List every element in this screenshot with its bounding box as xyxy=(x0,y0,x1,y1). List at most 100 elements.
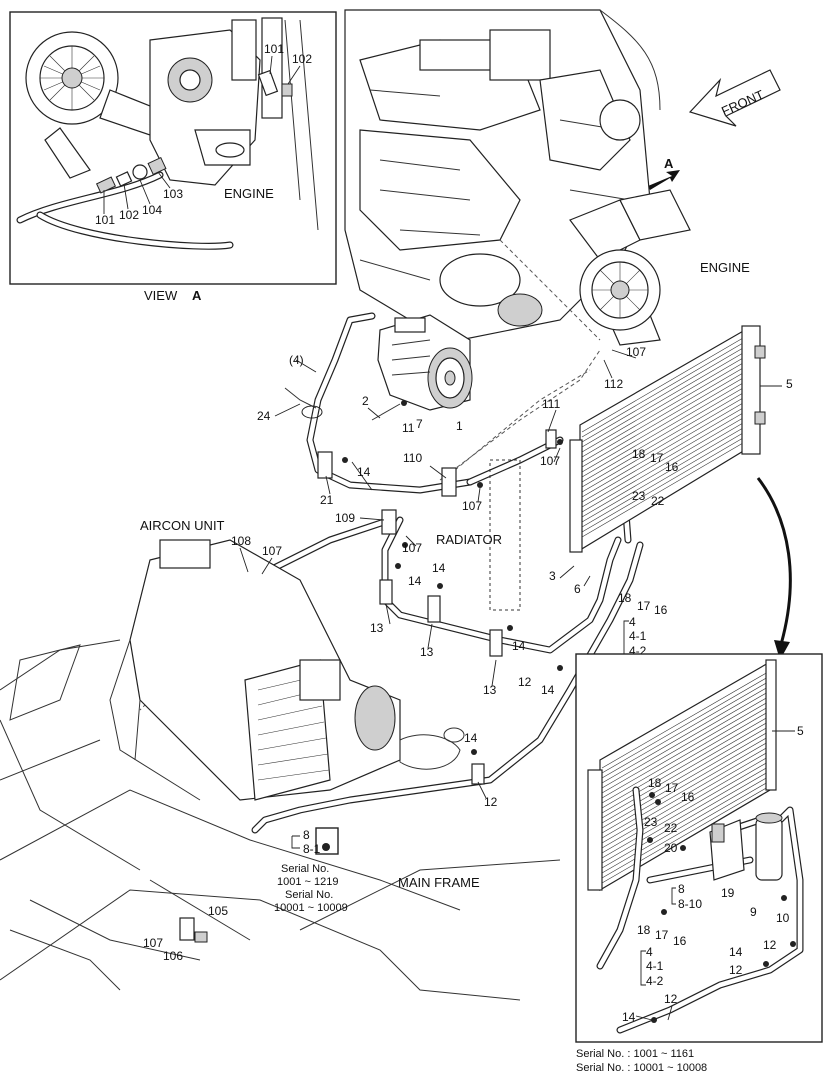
callout-14c: 14 xyxy=(408,574,422,588)
view-a-caption-letter: A xyxy=(192,288,202,303)
fan-drawing xyxy=(25,31,161,179)
compressor xyxy=(377,314,473,411)
condenser-fin xyxy=(601,731,769,829)
condenser-fin xyxy=(581,402,744,498)
condenser-fin xyxy=(601,751,769,849)
callout-16b: 16 xyxy=(654,603,668,617)
inset-callout-4-1: 4-1 xyxy=(646,959,664,973)
callout-106: 106 xyxy=(163,949,183,963)
callout-22: 22 xyxy=(651,494,665,508)
serial-note-3: Serial No. xyxy=(285,889,333,901)
callout-107b: 107 xyxy=(402,541,422,555)
callout-23: 23 xyxy=(632,489,646,503)
callout-14e: 14 xyxy=(541,683,555,697)
main-callouts: (4) 24 2 11 7 1 14 21 110 107 109 107 10… xyxy=(143,345,793,963)
inset-callout-12c: 12 xyxy=(664,992,678,1006)
callout-14g: 14 xyxy=(464,731,478,745)
condenser-fin xyxy=(601,686,769,784)
callout-11: 11 xyxy=(402,421,415,435)
condenser-fin xyxy=(581,337,744,433)
callout-2: 2 xyxy=(362,394,369,408)
condenser-fin xyxy=(601,721,769,819)
condenser-fin xyxy=(601,736,769,834)
view-a-callout-102a: 102 xyxy=(292,52,312,66)
condenser-fin xyxy=(601,696,769,794)
condenser-fin xyxy=(581,432,744,528)
callout-110: 110 xyxy=(403,451,422,465)
inset-callout-22: 22 xyxy=(664,821,678,835)
callout-112: 112 xyxy=(604,377,623,391)
callout-12b: 12 xyxy=(484,795,498,809)
callout-111: 111 xyxy=(542,397,561,411)
callout-8-1: 8-1 xyxy=(303,842,321,856)
callout-3: 3 xyxy=(549,569,556,583)
callout-17: 17 xyxy=(650,451,664,465)
callout-13a: 13 xyxy=(370,621,384,635)
callout-108: 108 xyxy=(231,534,251,548)
condenser-fin xyxy=(581,382,744,478)
condenser-fin xyxy=(601,716,769,814)
view-a-direction-arrow: A xyxy=(648,156,680,190)
condenser-fin xyxy=(581,397,744,493)
callout-18: 18 xyxy=(632,447,646,461)
callout-4-1: 4-1 xyxy=(629,629,647,643)
condenser-fin xyxy=(581,367,744,463)
inset-callout-23: 23 xyxy=(644,815,658,829)
inset-callout-17b: 17 xyxy=(655,928,669,942)
condenser-fin xyxy=(581,347,744,443)
condenser-fin xyxy=(581,372,744,468)
condenser-fin xyxy=(601,746,769,844)
condenser-fin xyxy=(601,761,769,859)
front-arrow: FRONT xyxy=(688,69,781,127)
callout-24: 24 xyxy=(257,409,271,423)
callout-18b: 18 xyxy=(618,591,632,605)
callout-105: 105 xyxy=(208,904,228,918)
engine-drawing xyxy=(344,9,691,346)
inset-callout-16b: 16 xyxy=(673,934,687,948)
serial-note-1: Serial No. xyxy=(281,863,329,875)
engine-label: ENGINE xyxy=(700,260,750,275)
inset-detail: 5 18 17 16 23 22 20 8 8-10 19 9 10 18 17… xyxy=(575,653,823,1043)
callout-107d: 107 xyxy=(540,454,560,468)
aircon-unit xyxy=(109,539,401,801)
condenser-fin xyxy=(601,756,769,854)
view-a-callout-104: 104 xyxy=(142,203,162,217)
radiator-label: RADIATOR xyxy=(436,532,502,547)
callout-109: 109 xyxy=(335,511,355,525)
condenser-fin xyxy=(581,442,744,538)
inset-callout-16: 16 xyxy=(681,790,695,804)
inset-callout-18: 18 xyxy=(648,776,662,790)
condenser-fin xyxy=(601,701,769,799)
inset-callout-5: 5 xyxy=(797,724,804,738)
condenser-fin xyxy=(581,417,744,513)
inset-callout-4-2: 4-2 xyxy=(646,974,664,988)
condenser-fin xyxy=(601,776,769,874)
callout-107f: 107 xyxy=(143,936,163,950)
condenser-fin xyxy=(581,352,744,448)
condenser-fin xyxy=(601,706,769,804)
condenser-fin xyxy=(581,342,744,438)
condenser-fin xyxy=(581,412,744,508)
callout-12a: 12 xyxy=(518,675,532,689)
callout-107c: 107 xyxy=(262,544,282,558)
inset-callout-8: 8 xyxy=(678,882,685,896)
engine-block-detail xyxy=(149,17,319,231)
inset-callout-9: 9 xyxy=(750,905,757,919)
condenser-fin xyxy=(581,427,744,523)
callout-14d: 14 xyxy=(512,639,526,653)
callout-17b: 17 xyxy=(637,599,651,613)
callout-1: 1 xyxy=(456,419,463,433)
condenser-fin xyxy=(601,771,769,869)
view-a-caption-prefix: VIEW xyxy=(144,288,178,303)
condenser-fin xyxy=(581,377,744,473)
condenser-fin xyxy=(601,741,769,839)
condenser-fin xyxy=(581,362,744,458)
view-a-engine-label: ENGINE xyxy=(224,186,274,201)
main-frame-label: MAIN FRAME xyxy=(398,875,480,890)
inset-callout-20: 20 xyxy=(664,841,678,855)
condenser-fin xyxy=(581,387,744,483)
condenser-fin xyxy=(601,671,769,769)
callout-107e: 107 xyxy=(626,345,646,359)
callout-14a: 14 xyxy=(357,465,371,479)
bolts xyxy=(265,400,563,755)
